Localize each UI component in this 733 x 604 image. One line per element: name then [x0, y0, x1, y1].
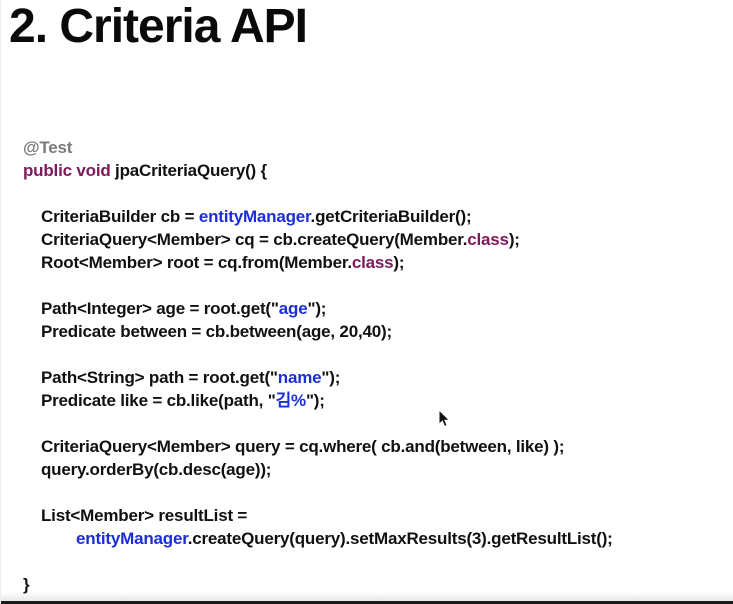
code-token-ref: name — [277, 368, 322, 387]
code-token-keyword: class — [467, 230, 509, 249]
code-line — [1, 274, 733, 297]
code-token-ref: age — [278, 299, 308, 318]
code-token-plain: Predicate between = cb.between(age, 20,4… — [41, 322, 392, 341]
code-line — [1, 481, 733, 504]
code-line — [1, 550, 733, 573]
code-line: entityManager.createQuery(query).setMaxR… — [1, 527, 733, 550]
code-token-plain: query.orderBy(cb.desc(age)); — [41, 460, 272, 479]
code-token-ref: 김% — [275, 391, 307, 410]
bottom-fade — [1, 592, 733, 601]
code-line: Predicate like = cb.like(path, "김%"); — [1, 389, 733, 412]
code-token-keyword: public void — [23, 161, 111, 180]
code-token-plain: List<Member> resultList = — [41, 506, 248, 525]
code-token-ref: entityManager — [198, 207, 311, 226]
code-line: List<Member> resultList = — [1, 504, 733, 527]
code-line: public void jpaCriteriaQuery() { — [1, 159, 733, 182]
code-token-ann: @Test — [23, 138, 73, 157]
code-block: @Test public void jpaCriteriaQuery() { Cr… — [1, 136, 733, 596]
code-token-plain: "); — [307, 299, 327, 318]
code-token-plain: CriteriaQuery<Member> cq = cb.createQuer… — [41, 230, 468, 249]
code-line: CriteriaQuery<Member> query = cq.where( … — [1, 435, 733, 458]
code-line: @Test — [1, 136, 733, 159]
code-token-plain: CriteriaBuilder cb = — [41, 207, 199, 226]
code-token-ref: entityManager — [76, 529, 188, 548]
code-line: Predicate between = cb.between(age, 20,4… — [1, 320, 733, 343]
code-line — [1, 182, 733, 205]
code-token-plain: jpaCriteriaQuery() { — [110, 161, 267, 180]
code-token-plain: Predicate like = cb.like(path, " — [41, 391, 276, 410]
page-title: 2. Criteria API — [9, 0, 308, 53]
code-line — [1, 343, 733, 366]
code-token-plain: } — [23, 575, 30, 594]
code-line: CriteriaQuery<Member> cq = cb.createQuer… — [1, 228, 733, 251]
code-token-plain: "); — [321, 368, 341, 387]
code-token-plain: Root<Member> root = cq.from(Member. — [41, 253, 352, 272]
code-token-plain: .getCriteriaBuilder(); — [310, 207, 472, 226]
mouse-cursor-icon — [438, 409, 451, 428]
code-line: CriteriaBuilder cb = entityManager.getCr… — [1, 205, 733, 228]
code-line — [1, 412, 733, 435]
code-token-keyword: class — [351, 253, 394, 272]
code-token-plain: .createQuery(query).setMaxResults(3).get… — [187, 529, 613, 548]
code-line: Path<Integer> age = root.get("age"); — [1, 297, 733, 320]
code-line: } — [1, 573, 733, 596]
code-token-plain: ); — [393, 253, 405, 272]
bottom-edge-bar — [1, 601, 733, 604]
code-line: Root<Member> root = cq.from(Member.class… — [1, 251, 733, 274]
code-line: Path<String> path = root.get("name"); — [1, 366, 733, 389]
code-line: query.orderBy(cb.desc(age)); — [1, 458, 733, 481]
code-token-plain: "); — [305, 391, 325, 410]
code-token-plain: Path<String> path = root.get(" — [41, 368, 278, 387]
code-token-plain: ); — [508, 230, 520, 249]
code-token-plain: CriteriaQuery<Member> query = cq.where( … — [41, 437, 565, 456]
code-token-plain: Path<Integer> age = root.get(" — [41, 299, 279, 318]
